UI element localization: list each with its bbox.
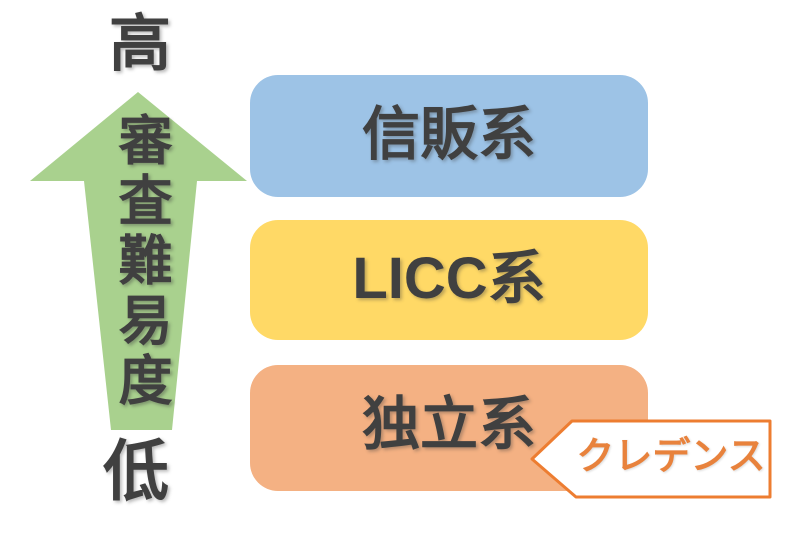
credence-callout-label: クレデンス — [576, 436, 766, 478]
tier-box-licc — [250, 220, 648, 340]
arrow-vertical-label: 審査難易度 — [110, 112, 170, 412]
tier-box-shinpan — [250, 75, 648, 197]
difficulty-arrow-up-shape — [30, 92, 247, 430]
axis-label-low: 低 — [103, 434, 169, 508]
credence-callout-shape — [530, 419, 772, 499]
tier-label-shinpan: 信販系 — [361, 102, 536, 167]
tier-label-licc: LICC系 — [352, 246, 546, 311]
axis-label-high: 高 — [108, 10, 171, 79]
tier-label-dokuritsu: 独立系 — [361, 392, 536, 457]
